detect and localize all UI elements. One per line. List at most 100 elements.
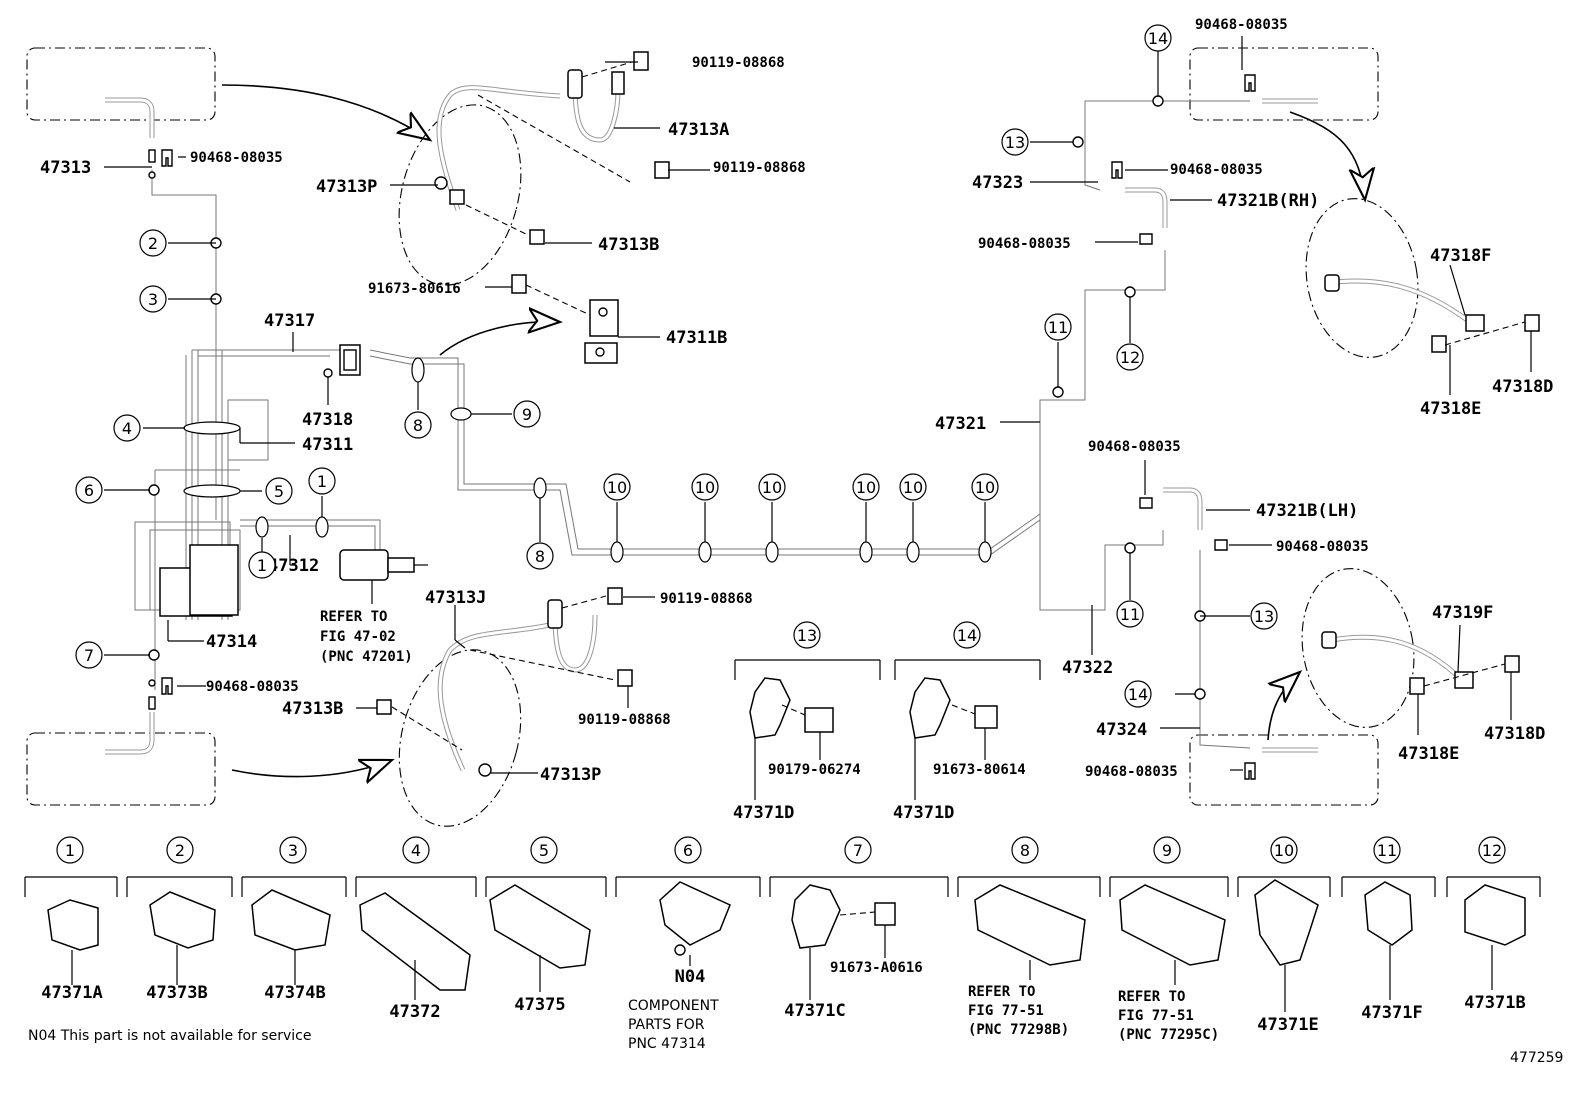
- label-47318D-b: 47318D: [1484, 724, 1545, 744]
- callout-10: 10: [852, 473, 880, 501]
- callout-2: 2: [166, 836, 194, 864]
- svg-text:2: 2: [175, 841, 185, 860]
- callout-11: 11: [1116, 600, 1144, 628]
- callout-14: 14: [953, 621, 981, 649]
- svg-text:6: 6: [683, 841, 693, 860]
- label-47321B-rh: 47321B(RH): [1217, 191, 1319, 211]
- label-90468-a: 90468-08035: [190, 150, 283, 166]
- label-90119-d: 90119-08868: [578, 712, 671, 728]
- callout-14: 14: [1144, 24, 1172, 52]
- bottom-part-7: 47371C: [784, 1001, 845, 1021]
- svg-text:10: 10: [695, 478, 715, 497]
- label-47312: 47312: [268, 556, 319, 576]
- bottom-note-8-2: (PNC 77298B): [968, 1022, 1069, 1038]
- label-90468-c: 90468-08035: [1195, 17, 1288, 33]
- bolt-90119-b: [654, 161, 670, 179]
- clamp-8a: [411, 357, 425, 383]
- part-labels: 47313 90468-08035 47313P 47313A 90119-08…: [40, 17, 1553, 823]
- bolt-90119-d: [617, 669, 633, 687]
- callout-6: 6: [75, 476, 103, 504]
- label-91673-80614: 91673-80614: [933, 762, 1026, 778]
- svg-text:6: 6: [84, 481, 94, 500]
- label-47313: 47313: [40, 158, 91, 178]
- bottom-part-3: 47374B: [264, 983, 325, 1003]
- bottom-note-9-2: (PNC 77295C): [1118, 1027, 1219, 1043]
- label-47324: 47324: [1096, 720, 1147, 740]
- callout-5: 5: [530, 836, 558, 864]
- clamp-8b: [533, 477, 547, 499]
- bottom-part-5: 47375: [514, 995, 565, 1015]
- clamp-detail-14: [894, 659, 1041, 739]
- bottom-note-8-1: FIG 77-51: [968, 1003, 1044, 1019]
- callout-6: 6: [674, 836, 702, 864]
- callout-11: 11: [1044, 313, 1072, 341]
- svg-text:1: 1: [257, 556, 267, 575]
- bolt-47313B-b: [376, 699, 392, 715]
- label-47318D-a: 47318D: [1492, 377, 1553, 397]
- callout-11: 11: [1373, 836, 1401, 864]
- label-90468-d: 90468-08035: [1170, 162, 1263, 178]
- svg-text:10: 10: [607, 478, 627, 497]
- label-47318E-b: 47318E: [1398, 744, 1459, 764]
- svg-text:3: 3: [148, 290, 158, 309]
- refer-line-2: FIG 47-02: [320, 629, 396, 645]
- detail-box-rear-upper: [1189, 47, 1379, 121]
- label-47321: 47321: [935, 414, 986, 434]
- refer-line-1: REFER TO: [320, 609, 387, 625]
- pressure-switch: [339, 549, 389, 581]
- n04-note: N04 This part is not available for servi…: [28, 1028, 311, 1044]
- svg-text:1: 1: [65, 841, 75, 860]
- bottom-part-12: 47371B: [1464, 993, 1525, 1013]
- callout-13: 13: [1250, 602, 1278, 630]
- clamp-5: [183, 484, 241, 498]
- label-47317: 47317: [264, 311, 315, 331]
- callout-10: 10: [603, 473, 631, 501]
- svg-text:5: 5: [539, 841, 549, 860]
- label-47318E-a: 47318E: [1420, 399, 1481, 419]
- bottom-note-9-0: REFER TO: [1118, 989, 1185, 1005]
- svg-text:7: 7: [84, 646, 94, 665]
- bottom-note-9-1: FIG 77-51: [1118, 1008, 1194, 1024]
- svg-text:5: 5: [274, 482, 284, 501]
- callout-10: 10: [1270, 836, 1298, 864]
- bolt-90119-c: [607, 587, 623, 605]
- callout-8: 8: [526, 542, 554, 570]
- callout-4: 4: [113, 414, 141, 442]
- detail-ellipse-rear-upper: [1305, 198, 1419, 358]
- label-47371D-a: 47371D: [733, 803, 794, 823]
- refer-line-3: (PNC 47201): [320, 649, 413, 665]
- callout-8: 8: [404, 411, 432, 439]
- label-47319F: 47319F: [1432, 603, 1493, 623]
- callout-1: 1: [308, 467, 336, 495]
- svg-text:8: 8: [413, 416, 423, 435]
- callout-14: 14: [1124, 680, 1152, 708]
- svg-text:14: 14: [1148, 29, 1168, 48]
- callout-10: 10: [971, 473, 999, 501]
- bolt-47318D-b: [1504, 655, 1520, 673]
- svg-text:11: 11: [1120, 605, 1140, 624]
- label-47314: 47314: [206, 632, 257, 652]
- bottom-note-6-1: PARTS FOR: [628, 1017, 705, 1033]
- callout-10: 10: [691, 473, 719, 501]
- label-47318F: 47318F: [1430, 246, 1491, 266]
- callout-13: 13: [793, 621, 821, 649]
- bottom-part-6: N04: [675, 967, 706, 987]
- svg-text:8: 8: [1020, 841, 1030, 860]
- label-47313P-a: 47313P: [316, 177, 377, 197]
- clamp-detail-13: [734, 659, 881, 739]
- callout-1: 1: [56, 836, 84, 864]
- figure-id: 477259: [1510, 1050, 1563, 1066]
- callout-3: 3: [139, 285, 167, 313]
- svg-text:3: 3: [288, 841, 298, 860]
- svg-text:9: 9: [1162, 841, 1172, 860]
- callout-9: 9: [513, 400, 541, 428]
- svg-text:13: 13: [797, 626, 817, 645]
- bottom-parts-row: [24, 876, 1541, 1012]
- bottom-part-1: 47371A: [41, 983, 102, 1003]
- label-47313B-a: 47313B: [598, 235, 659, 255]
- svg-text:10: 10: [903, 478, 923, 497]
- label-90468-b: 90468-08035: [206, 679, 299, 695]
- arrow-upper-left: [221, 84, 430, 140]
